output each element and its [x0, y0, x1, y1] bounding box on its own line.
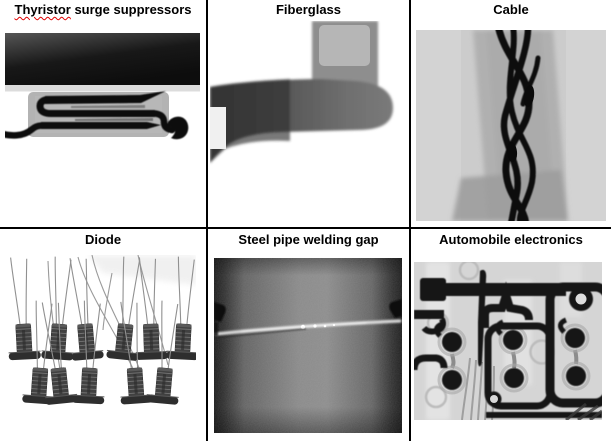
- automobile-electronics-xray-image: [414, 262, 602, 420]
- cell-title-automobile: Automobile electronics: [439, 232, 583, 247]
- cell-title-diode: Diode: [84, 232, 122, 247]
- cell-title-thyristor: Thyristor surge suppressors: [0, 0, 206, 17]
- figure-cell-cable: Cable: [409, 0, 611, 227]
- cell-title-rest: surge suppressors: [70, 2, 192, 17]
- diode-xray-image: [8, 255, 196, 425]
- misspelled-word: Thyristor: [14, 2, 71, 17]
- cell-title-fiberglass: Fiberglass: [275, 2, 342, 17]
- thyristor-xray-image: [5, 33, 200, 146]
- steel-pipe-xray-image: [214, 258, 402, 433]
- figure-cell-steel-pipe: Steel pipe welding gap: [206, 227, 409, 441]
- figure-cell-fiberglass: Fiberglass: [206, 0, 409, 227]
- figure-cell-diode: Diode: [0, 227, 206, 441]
- fiberglass-xray-image: [210, 21, 406, 170]
- cable-xray-image: [416, 30, 606, 221]
- cell-title-steel-pipe: Steel pipe welding gap: [238, 232, 379, 247]
- cell-title-cable: Cable: [493, 2, 529, 17]
- figure-cell-automobile: Automobile electronics: [409, 227, 611, 441]
- figure-cell-thyristor: Thyristor surge suppressors: [0, 0, 206, 227]
